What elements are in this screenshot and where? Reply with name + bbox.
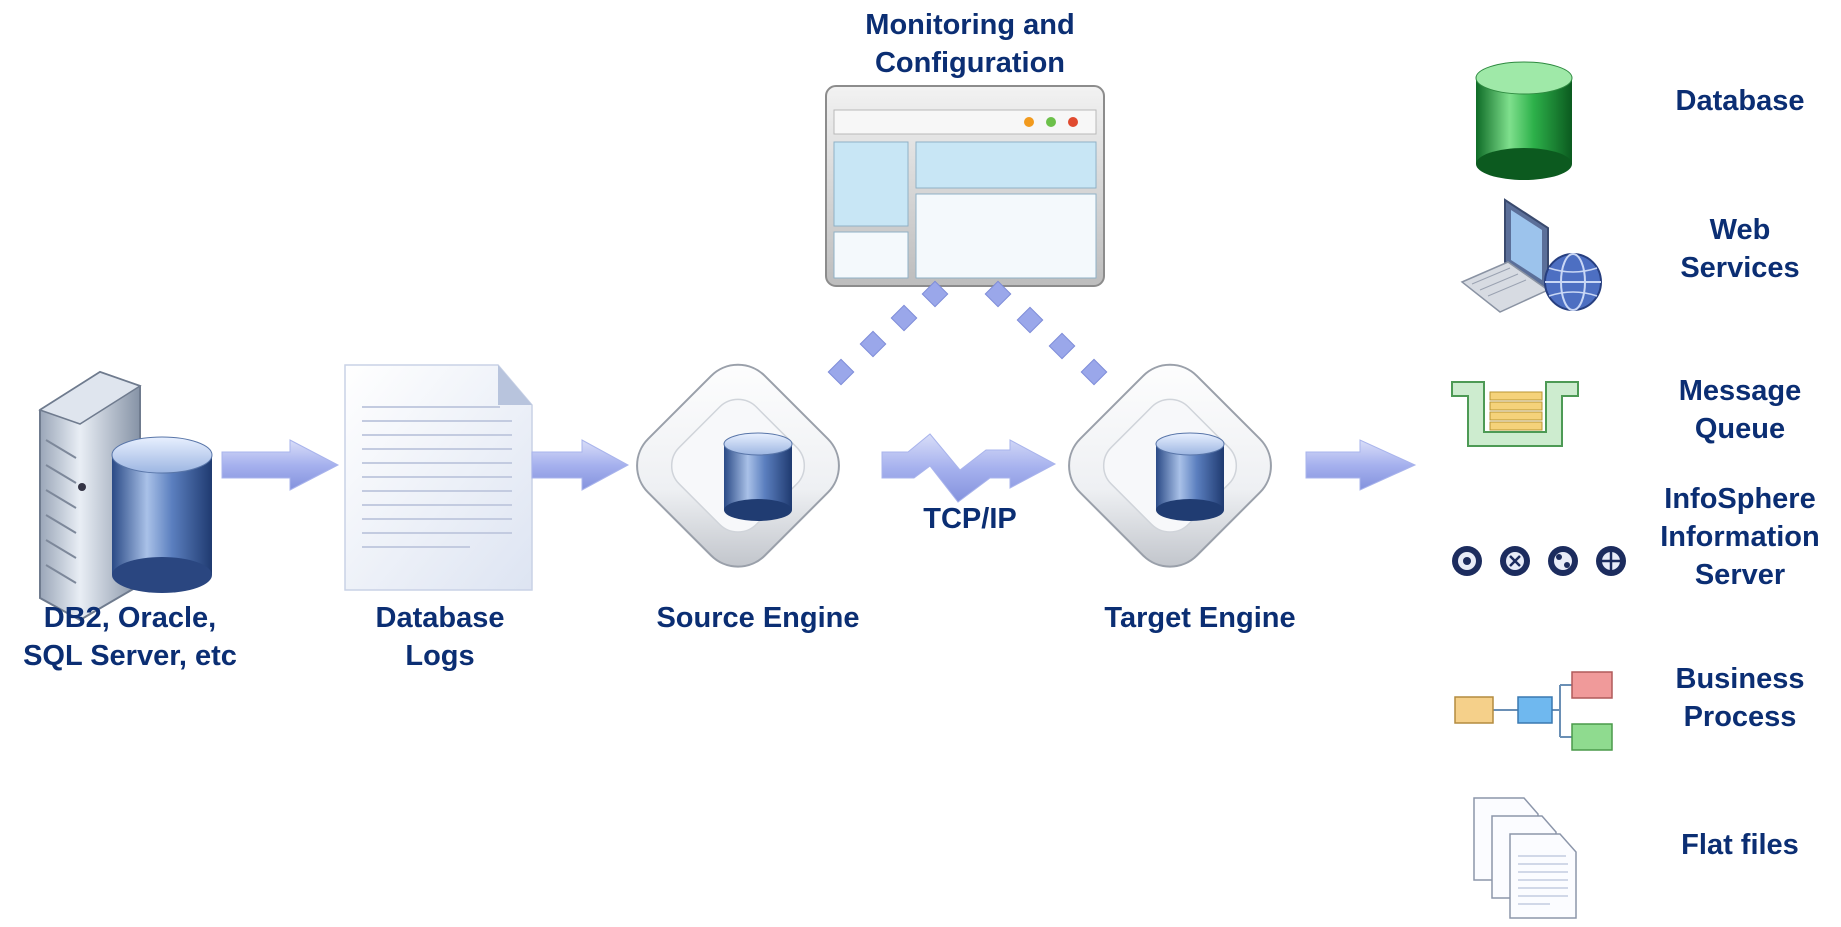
infosphere-icon-3 [1548,546,1578,576]
target-label-message-queue: Message Queue [1678,375,1802,445]
target-label-database: Database [1675,85,1805,117]
database-logs-document-icon [344,364,533,591]
tcp-ip-label: TCP/IP [923,503,1017,535]
target-label-infosphere: InfoSphere Information Server [1660,483,1820,591]
database-logs-label: Database Logs [375,602,505,672]
business-process-icon [1454,671,1613,751]
window-minimize-dot [1024,117,1034,127]
target-label-flat-files: Flat files [1681,829,1799,861]
database-icon [1475,61,1573,180]
target-engine-label: Target Engine [1104,602,1296,634]
monitoring-console-window-icon [825,85,1105,287]
source-database-label: DB2, Oracle, SQL Server, etc [23,602,237,672]
tcp-ip-link-arrow [881,433,1057,503]
web-services-icon [1460,198,1602,313]
target-label-web-services: Web Services [1680,214,1800,284]
infosphere-icon-1 [1452,546,1482,576]
target-engine-icon [1068,363,1272,568]
window-close-dot [1068,117,1078,127]
message-queue-icon [1451,381,1579,447]
target-label-business-process: Business Process [1675,663,1805,733]
window-maximize-dot [1046,117,1056,127]
arrow-db-to-logs [221,439,340,491]
flat-files-icon [1473,797,1577,919]
monitoring-label: Monitoring and Configuration [865,9,1075,79]
source-engine-label: Source Engine [656,602,860,634]
infosphere-icon-4 [1596,546,1626,576]
infosphere-icons [1452,546,1626,576]
source-database-server-icon [38,370,213,622]
infosphere-icon-2 [1500,546,1530,576]
monitoring-connector-dots [827,280,1108,386]
arrow-target-engine-to-targets [1305,439,1417,491]
arrow-logs-to-source-engine [531,439,630,491]
source-engine-icon [636,363,840,568]
